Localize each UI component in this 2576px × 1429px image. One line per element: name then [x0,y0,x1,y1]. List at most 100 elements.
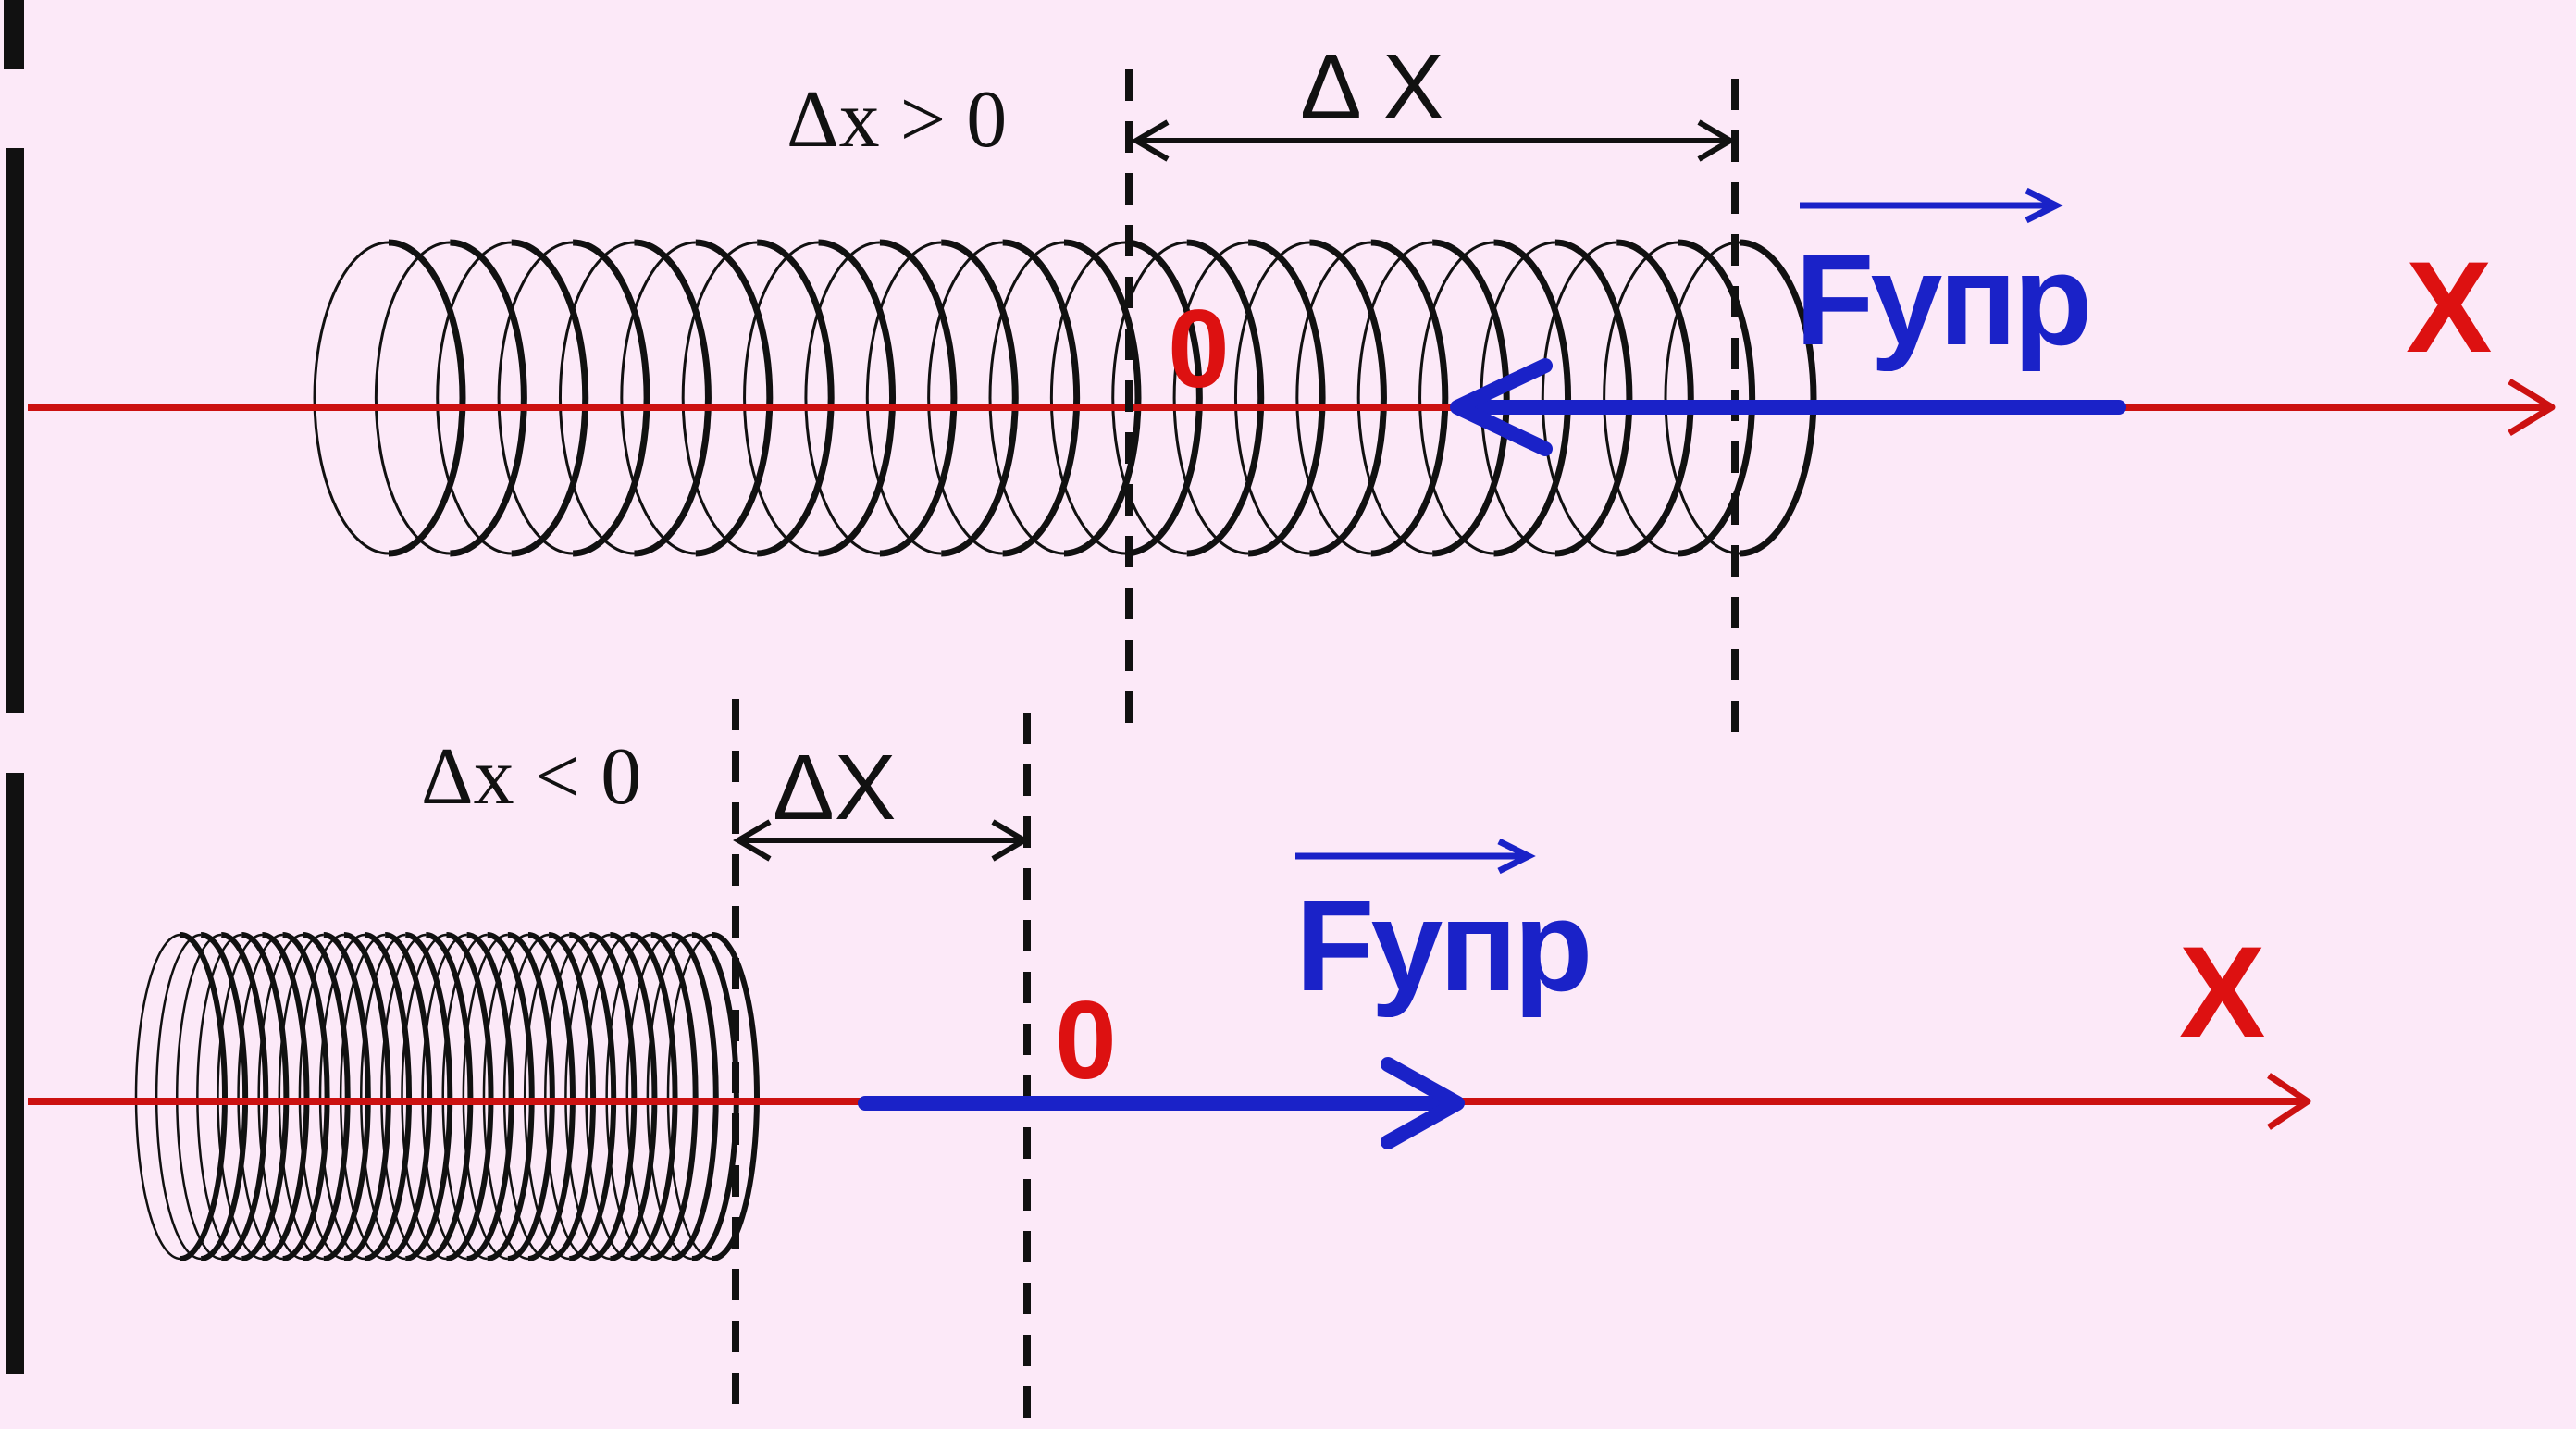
top-spring-coil-front [1616,239,1694,557]
bottom-force-label: Fупр [1295,873,1589,1018]
top-spring-coil-front [1493,239,1572,557]
bottom-spring-coil-back [564,933,611,1261]
top-condition-label: Δx > 0 [786,75,1007,165]
bottom-x-axis-arrowhead [2267,1073,2311,1130]
top-spring-coil-front [1678,239,1756,557]
bottom-spring-coil-back [523,933,570,1261]
top-spring-coil-front [941,239,1019,557]
bottom-spring-coil-back [278,933,324,1261]
bottom-spring-coil-front [691,932,739,1261]
wall-fragment [4,0,24,69]
top-spring-coil-front [1063,239,1142,557]
bottom-wall [6,773,24,1374]
bottom-delta-label: ΔX [773,736,897,839]
bottom-spring-coil-back [441,933,488,1261]
top-spring-coil-front [1125,239,1203,557]
top-force-vector-bar-arrowhead [2025,187,2063,224]
bottom-spring-coil-back [544,933,590,1261]
bottom-delta-left-arrowhead [733,819,772,862]
bottom-spring-coil-back [502,933,550,1261]
top-diagram: Δx > 0 Δ X 0 Fупр X [4,0,2556,745]
top-spring-coil-front [1432,239,1510,557]
top-spring-coil-front [1309,239,1387,557]
top-spring-coil-back [1603,241,1678,555]
top-spring-coil-back [743,241,819,555]
top-wall [6,148,24,713]
bottom-spring [134,932,760,1261]
top-spring-coil-back [436,241,512,555]
top-spring-coil-back [1049,241,1126,555]
top-spring-coil-back [1111,241,1187,555]
top-spring-coil-front [1186,239,1265,557]
bottom-spring-coil-back [380,933,427,1261]
bottom-spring-coil-back [605,933,651,1261]
top-origin-label: 0 [1168,287,1230,411]
top-delta-left-arrowhead [1131,119,1170,162]
top-force-arrowhead [1450,358,1553,456]
top-spring-coil-back [1418,241,1494,555]
bottom-spring-coil-back [482,933,528,1261]
bottom-spring-coil-back [318,933,365,1261]
bottom-force-vector-bar-arrowhead [1497,838,1536,875]
top-spring-coil-front [634,239,712,557]
top-spring-coil-back [865,241,942,555]
top-spring-coil-front [450,239,527,557]
bottom-spring-coil-back [196,933,242,1261]
top-axis-label: X [2406,234,2492,379]
top-spring-coil-front [1248,239,1326,557]
bottom-delta-right-arrowhead [991,819,1030,862]
bottom-force-arrowhead [1381,1057,1465,1149]
top-spring-coil-back [497,241,574,555]
bottom-spring-coil-back [666,933,713,1261]
top-spring-coil-back [1664,241,1740,555]
top-spring-coil-back [558,241,635,555]
top-spring-coil-front [818,239,897,557]
top-delta-right-arrowhead [1697,119,1736,162]
bottom-spring-coil-back [421,933,467,1261]
top-spring-coil-back [927,241,1003,555]
bottom-spring-coil-back [462,933,508,1261]
top-spring-coil-back [1295,241,1371,555]
top-spring-coil-front [573,239,650,557]
bottom-spring-coil-back [360,933,406,1261]
top-spring-coil-back [988,241,1065,555]
top-spring-coil-front [1002,239,1081,557]
top-spring-coil-back [313,241,390,555]
top-spring-coil-back [374,241,451,555]
bottom-spring-coil-back [217,933,263,1261]
bottom-spring-coil-back [237,933,283,1261]
top-spring-coil-back [1541,241,1617,555]
top-spring-coil-front [757,239,835,557]
bottom-axis-label: X [2179,919,2265,1064]
top-spring-coil-back [804,241,880,555]
bottom-condition-label: Δx < 0 [421,732,641,822]
bottom-spring-coil-back [339,933,386,1261]
top-spring-coil-front [1370,239,1449,557]
top-spring-coil-back [1356,241,1433,555]
bottom-spring-coil-back [585,933,631,1261]
bottom-spring-coil-back [257,933,303,1261]
top-spring-coil-front [695,239,774,557]
top-spring-coil-back [620,241,696,555]
bottom-spring-coil-back [134,933,181,1261]
top-spring-coil-back [681,241,758,555]
top-spring-coil-front [511,239,589,557]
bottom-spring-coil-back [175,933,222,1261]
top-spring-coil-front [1554,239,1633,557]
top-spring-coil-front [388,239,466,557]
top-spring [313,239,1817,557]
top-x-axis-arrowhead [2508,379,2556,436]
bottom-spring-coil-back [155,933,202,1261]
bottom-spring-coil-back [401,933,447,1261]
bottom-diagram: Δx < 0 ΔX 0 Fупр X [6,699,2311,1421]
bottom-spring-coil-back [298,933,344,1261]
top-spring-coil-back [1233,241,1310,555]
top-force-label: Fупр [1795,227,2088,372]
bottom-spring-coil-back [646,933,692,1261]
bottom-spring-coil-back [625,933,672,1261]
top-delta-label: Δ X [1300,35,1444,139]
bottom-origin-label: 0 [1055,978,1117,1102]
top-spring-coil-back [1172,241,1249,555]
